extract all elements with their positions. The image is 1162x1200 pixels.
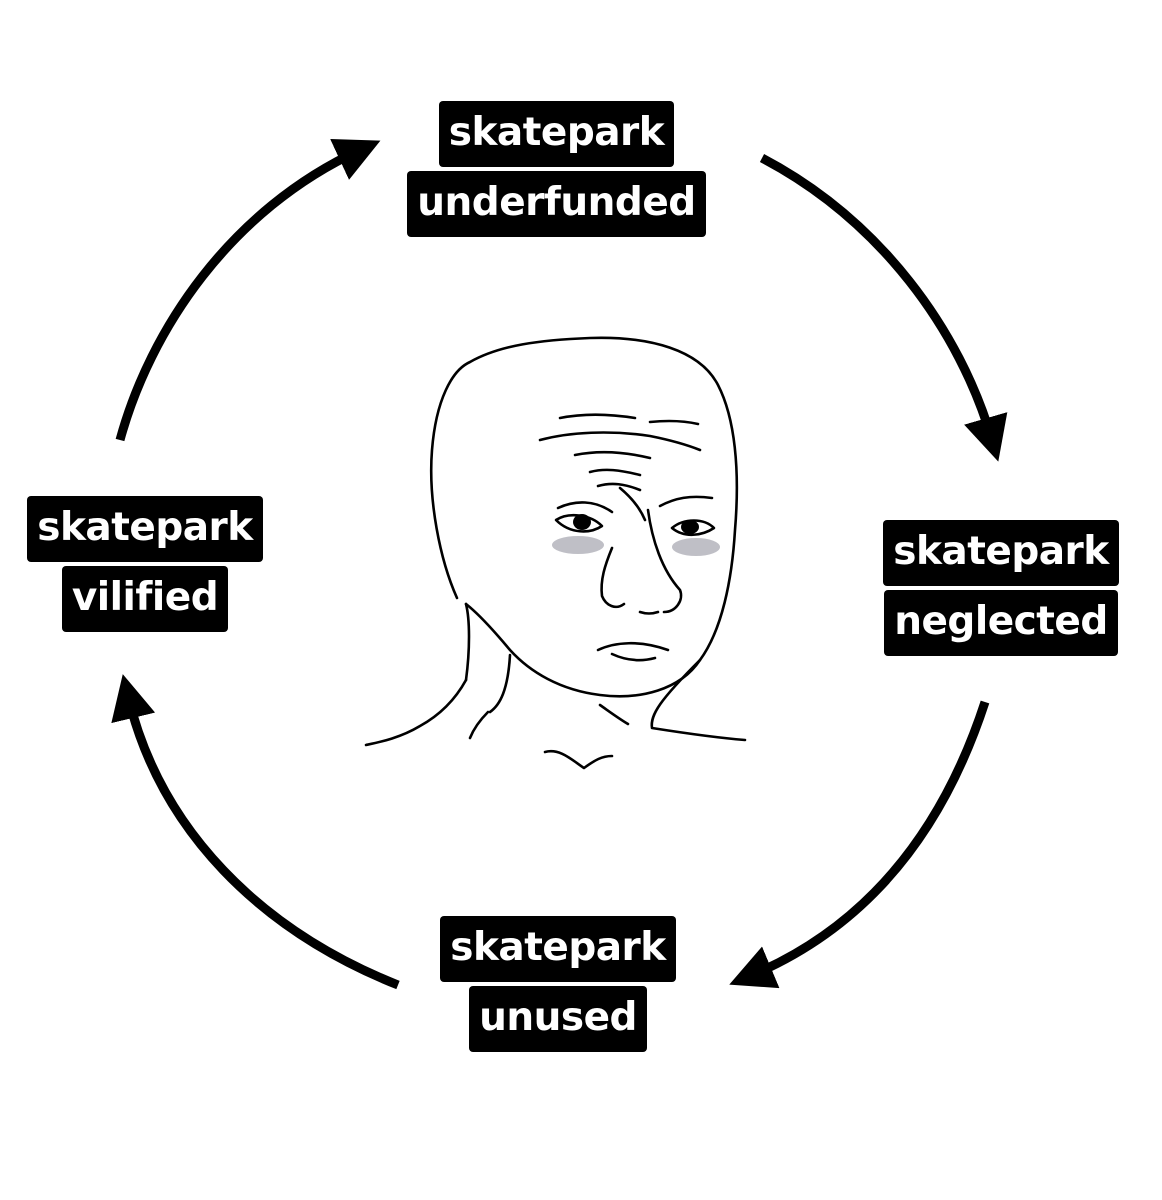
label-right-line2: neglected <box>884 590 1118 656</box>
label-left-line1: skatepark <box>27 496 262 562</box>
arrow-right-to-bottom <box>750 702 985 976</box>
label-bottom-line1: skatepark <box>440 916 675 982</box>
label-top-line2: underfunded <box>407 171 705 237</box>
arrow-top-to-right <box>762 158 992 440</box>
label-bottom-line2: unused <box>469 986 647 1052</box>
label-skatepark-vilified: skatepark vilified <box>16 496 274 632</box>
arrow-left-to-top <box>120 150 360 440</box>
label-skatepark-neglected: skatepark neglected <box>875 520 1127 656</box>
label-right-line1: skatepark <box>883 520 1118 586</box>
label-top-line1: skatepark <box>439 101 674 167</box>
arrow-bottom-to-left <box>128 696 398 985</box>
label-skatepark-underfunded: skatepark underfunded <box>399 101 714 237</box>
label-skatepark-unused: skatepark unused <box>433 916 683 1052</box>
label-left-line2: vilified <box>62 566 228 632</box>
